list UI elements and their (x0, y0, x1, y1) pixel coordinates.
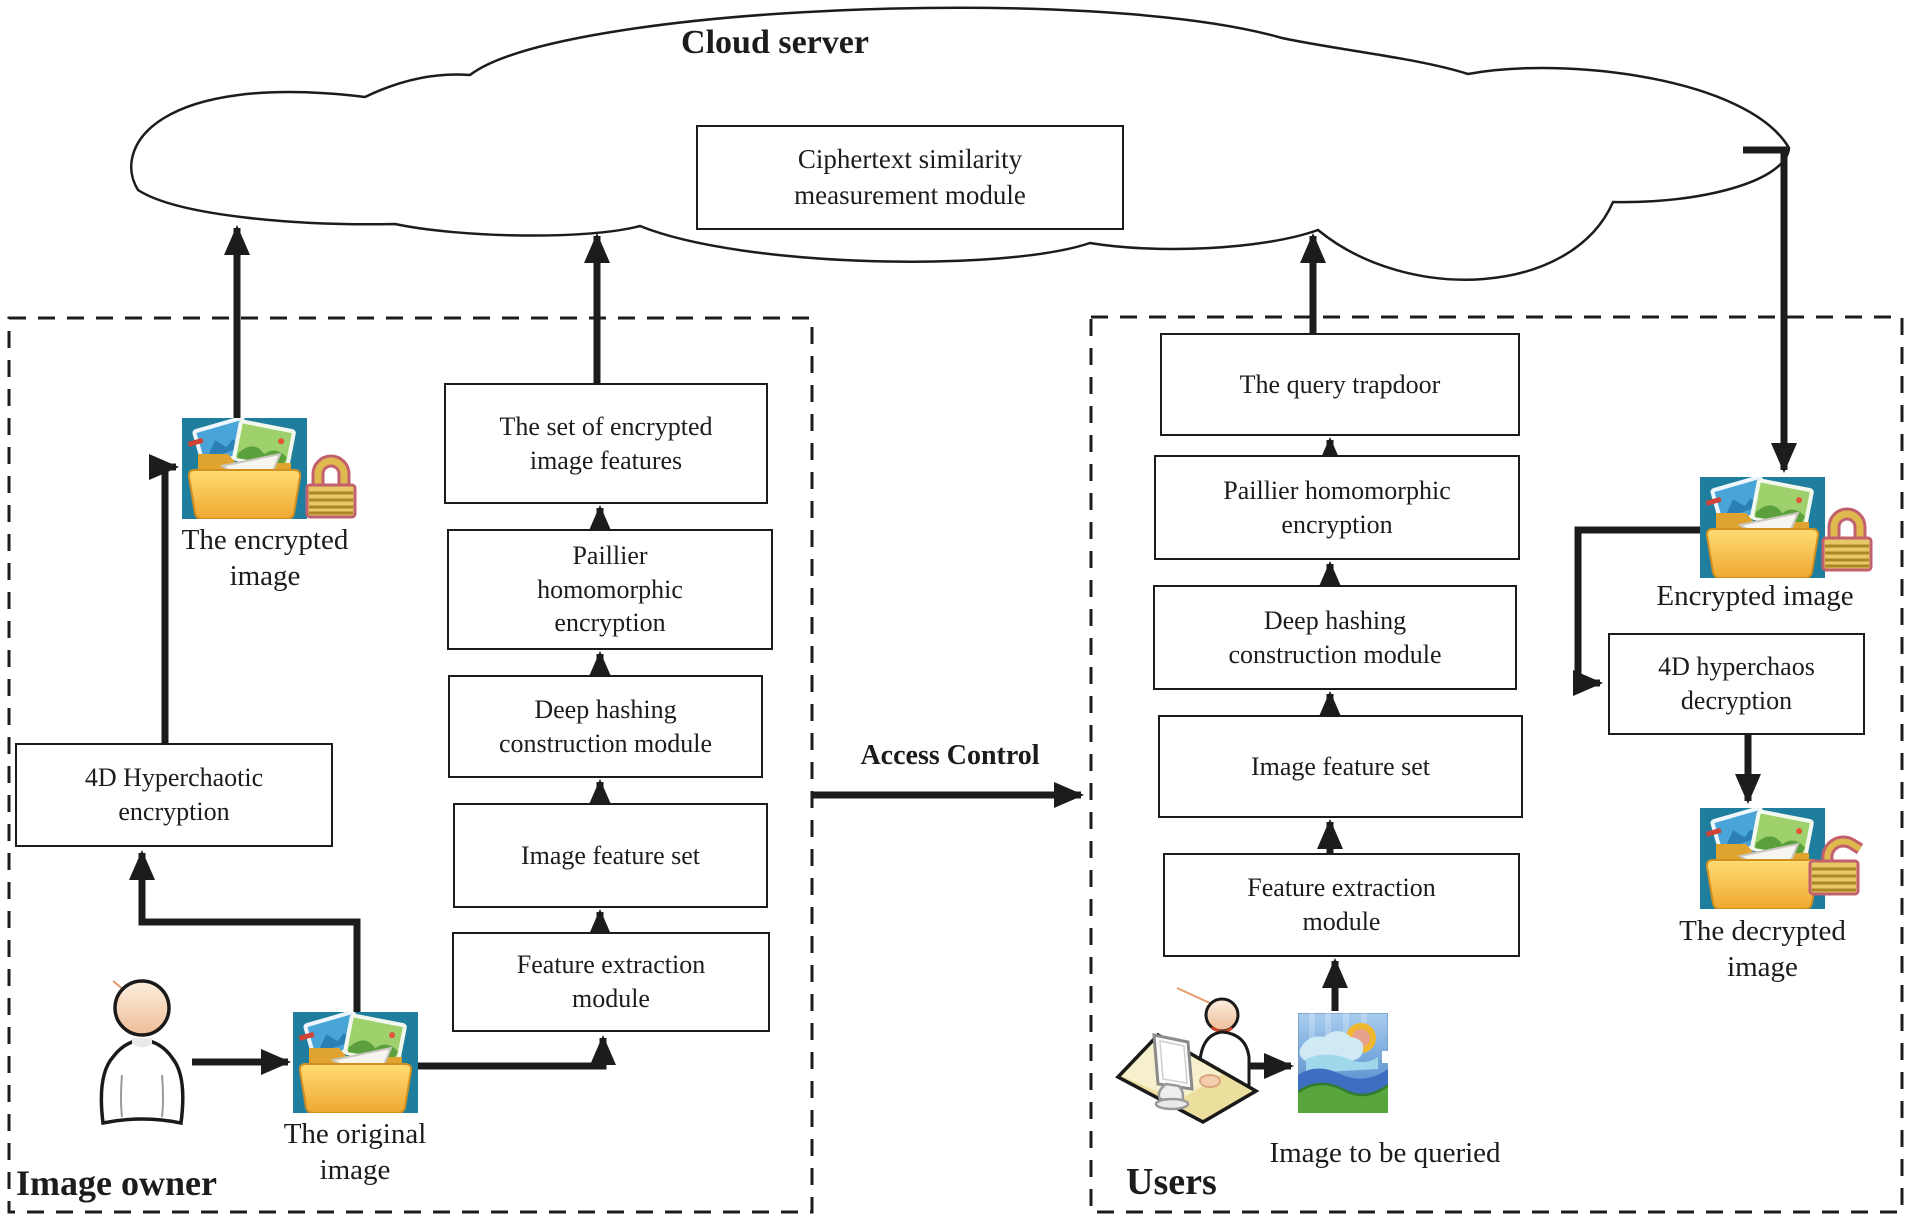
ciphertext-similarity-module-box: Ciphertext similarity measurement module (696, 125, 1124, 230)
person-icon (85, 975, 195, 1125)
closed-lock-icon (1820, 505, 1874, 573)
query-image-icon (1298, 1013, 1388, 1113)
image-owner-panel-border (7, 316, 814, 1214)
encrypted-image-folder-icon (182, 418, 307, 519)
encrypted-image-caption-owner: The encrypted image (181, 524, 349, 593)
user-encrypted-image-folder-icon (1700, 477, 1825, 578)
encrypted-image-caption-user: Encrypted image (1656, 580, 1854, 612)
person-at-computer-icon (1100, 985, 1300, 1135)
deep-hashing-construction-module-box-user: Deep hashing construction module (1153, 585, 1517, 690)
arrow-encrypted-image-to-hyperchaos-decryption (1573, 526, 1700, 696)
paillier-homomorphic-encryption-box-owner: Paillier homomorphic encryption (447, 529, 773, 650)
query-image-caption: Image to be queried (1269, 1137, 1501, 1169)
hyperchaos-decryption-box: 4D hyperchaos decryption (1608, 633, 1865, 735)
cloud-server-title: Cloud server (681, 24, 869, 61)
feature-extraction-module-box-owner: Feature extraction module (452, 932, 770, 1032)
closed-lock-icon (304, 452, 358, 520)
hyperchaotic-encryption-box: 4D Hyperchaotic encryption (15, 743, 333, 847)
image-owner-panel-label: Image owner (16, 1163, 217, 1203)
decrypted-image-caption: The decrypted image (1679, 915, 1846, 984)
deep-hashing-construction-module-box-owner: Deep hashing construction module (448, 675, 763, 778)
arrow-hyperchaotic-encryption-to-encrypted-image (149, 454, 179, 743)
open-lock-icon (1808, 830, 1866, 898)
arrow-original-image-to-feature-extraction (416, 1035, 616, 1070)
encrypted-image-features-box: The set of encrypted image features (444, 383, 768, 504)
original-image-folder-icon (293, 1012, 418, 1113)
original-image-caption: The original image (283, 1118, 427, 1187)
decrypted-image-folder-icon (1700, 808, 1825, 909)
arrow-cloud-to-encrypted-image-user (1743, 146, 1797, 473)
image-feature-set-box-user: Image feature set (1158, 715, 1523, 818)
query-trapdoor-box: The query trapdoor (1160, 333, 1520, 436)
users-panel-border (1089, 315, 1904, 1214)
arrow-original-image-to-hyperchaotic-encryption (129, 850, 361, 1014)
access-control-label: Access Control (860, 740, 1040, 771)
image-feature-set-box-owner: Image feature set (453, 803, 768, 908)
paillier-homomorphic-encryption-box-user: Paillier homomorphic encryption (1154, 455, 1520, 560)
users-panel-label: Users (1126, 1161, 1217, 1203)
feature-extraction-module-box-user: Feature extraction module (1163, 853, 1520, 957)
